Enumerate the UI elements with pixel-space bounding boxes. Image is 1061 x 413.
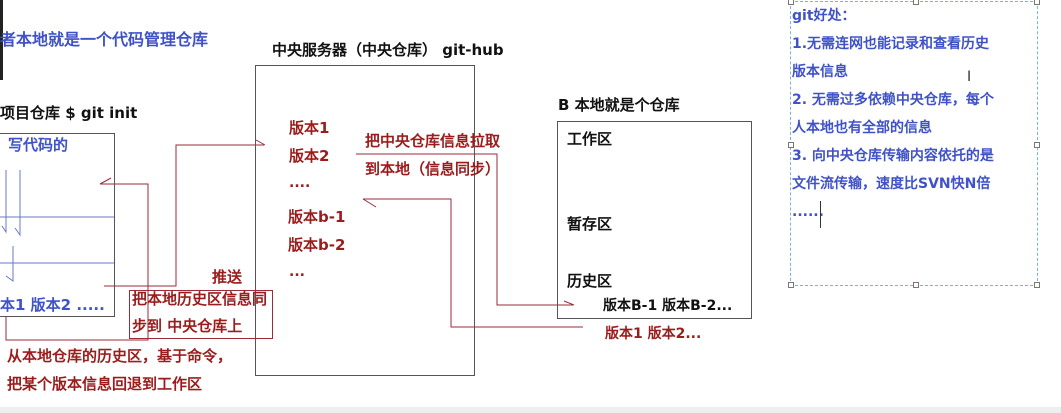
local-repo-title: 者本地就是一个代码管理仓库 [0,30,209,49]
central-version: 版本b-2 [288,236,346,254]
resize-handle[interactable] [788,142,794,148]
bottom-bar [0,407,1061,413]
pull-desc: 把中央仓库信息拉取 [365,132,501,150]
push-desc-box [129,290,273,339]
central-version: 版本2 [289,147,330,165]
down-arrow [5,246,14,282]
benefit-line: 人本地也有全部的信息 [792,120,932,136]
local-b-versions: 版本B-1 版本B-2... [603,298,733,314]
benefits-title: git好处： [792,8,856,24]
staging-label: 暂存区 [567,215,613,233]
rollback-arrowhead [99,177,112,185]
sync-arrow [363,198,583,328]
central-version: 版本1 [289,119,330,137]
central-version: 版本b-1 [288,208,346,226]
central-server-title: 中央服务器（中央仓库） git-hub [272,41,504,59]
text-caret [820,201,821,228]
push-desc: 把本地历史区信息同 [132,290,268,308]
workspace-label: 工作区 [567,130,613,148]
project-repo-title: 项目仓库 $ git init [0,104,138,122]
pull-arrow [356,153,573,306]
benefit-line: 3. 向中央仓库传输内容依托的是 [792,148,994,164]
history-label: 历史区 [567,272,613,290]
synced-versions: 版本1 版本2... [605,326,702,342]
benefit-line: 文件流传输，速度比SVN快N倍 [792,176,991,192]
down-arrow [1,170,7,234]
push-label: 推送 [212,268,243,286]
write-code-label: 写代码的 [8,136,69,154]
benefit-line: ...... [792,204,824,220]
central-version: .... [289,175,311,191]
ibeam-cursor-icon: I [967,69,972,85]
central-repo-box [255,65,475,376]
window-edge [0,0,3,80]
push-arrow [104,144,264,287]
resize-handle[interactable] [1034,0,1040,5]
rollback-desc: 从本地仓库的历史区，基于命令， [7,347,233,365]
resize-handle[interactable] [1034,142,1040,148]
git-benefits-textbox[interactable] [788,0,1040,288]
resize-handle[interactable] [788,0,794,5]
push-desc: 步到 中央仓库上 [132,317,243,335]
push-arrowhead [255,139,266,146]
rollback-arrow [5,183,149,341]
resize-handle[interactable] [788,282,794,288]
resize-handle[interactable] [913,0,919,5]
local-b-box [557,121,752,319]
rollback-desc: 把某个版本信息回退到工作区 [7,375,203,393]
pull-desc: 到本地（信息同步） [365,160,501,178]
benefit-line: 2. 无需过多依赖中央仓库，每个 [792,92,994,108]
benefit-line: 版本信息 [792,64,848,80]
resize-handle[interactable] [913,282,919,288]
local-repo-box [0,133,115,317]
pull-arrowhead [563,300,575,306]
central-version: ... [289,264,305,280]
sync-arrowhead [362,198,377,208]
resize-handle[interactable] [1034,282,1040,288]
benefit-line: 1.无需连网也能记录和查看历史 [792,36,990,52]
local-versions: 本1 版本2 ..... [0,296,105,314]
local-b-title: B 本地就是个仓库 [558,96,680,114]
down-arrow [14,170,21,237]
